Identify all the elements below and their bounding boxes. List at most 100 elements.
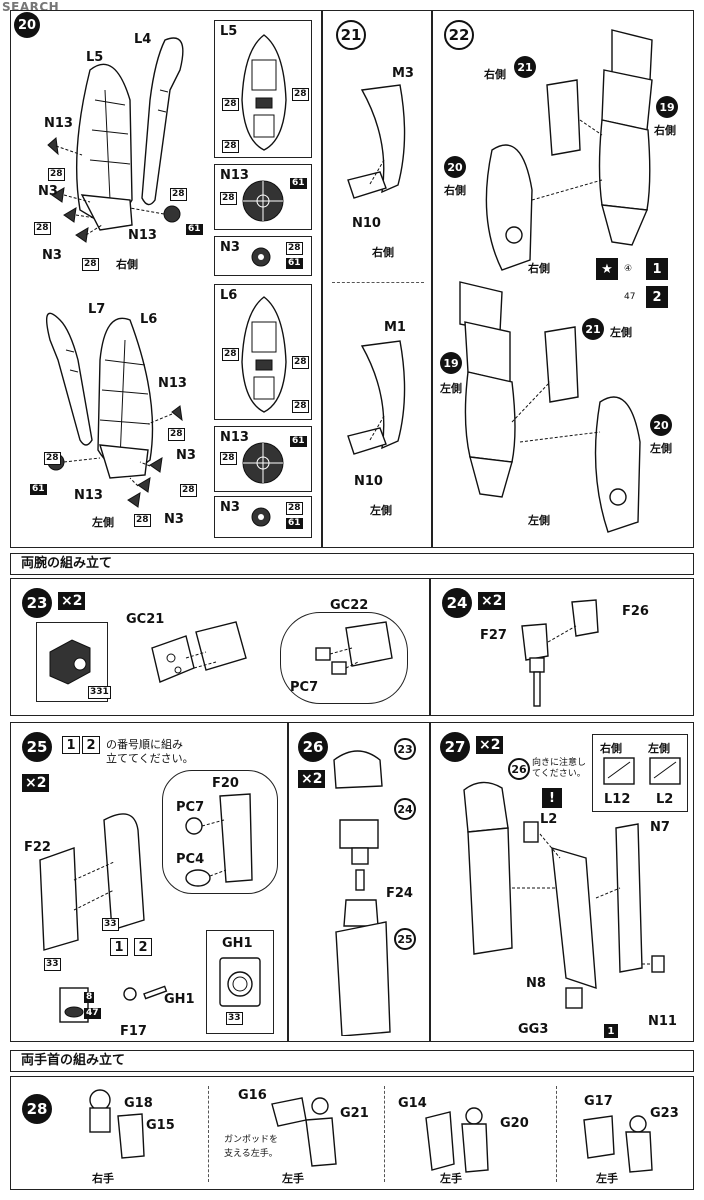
f26-f27-assembly-illustration xyxy=(521,599,599,707)
part-label-f20: F20 xyxy=(212,776,239,791)
orientation-note: 向きに注意してください。 xyxy=(532,758,587,779)
divider-line xyxy=(332,282,424,283)
part-label-g18: G18 xyxy=(124,1096,153,1111)
color-code-331: 331 xyxy=(88,686,111,699)
detail-box-l5-title: L5 xyxy=(220,24,238,39)
caution-icon: ! xyxy=(542,788,562,808)
detail-box-n13-title: N13 xyxy=(220,168,249,183)
step-number-badge: 27 xyxy=(440,732,470,762)
color-code-28: 28 xyxy=(170,188,187,201)
divider-line xyxy=(384,1086,385,1182)
callout-part-20: 20 xyxy=(444,156,466,178)
left-leg-final-illustration xyxy=(459,281,641,533)
callout-part-25: 25 xyxy=(394,928,416,950)
part-label-l5: L5 xyxy=(86,50,104,65)
part-label-g14: G14 xyxy=(398,1096,427,1111)
detail-box-n3-title: N3 xyxy=(220,240,240,255)
color-code-61: 61 xyxy=(290,178,307,189)
n13-disc-icon xyxy=(242,180,284,222)
order-box-1: 1 xyxy=(62,736,80,754)
gunpod-note-line1: ガンポッドを xyxy=(224,1135,279,1145)
multiplier-badge: ×2 xyxy=(478,592,506,610)
part-label-n3: N3 xyxy=(164,512,184,527)
part-label-gh1: GH1 xyxy=(222,936,253,951)
order-note: 47 xyxy=(624,292,636,302)
color-code-28: 28 xyxy=(168,428,185,441)
side-label-right: 右側 xyxy=(116,258,138,271)
hand-label-left: 左手 xyxy=(282,1172,304,1185)
part-label-pc7: PC7 xyxy=(290,680,319,695)
side-label-right: 右側 xyxy=(528,262,550,275)
part-label-g16: G16 xyxy=(238,1088,267,1103)
color-code-33: 33 xyxy=(226,1012,243,1025)
gc22-part-illustration xyxy=(315,621,393,675)
part-label-n13: N13 xyxy=(74,488,103,503)
part-label-f22: F22 xyxy=(24,840,51,855)
part-label-m3: M3 xyxy=(392,66,414,81)
part-label-n13: N13 xyxy=(128,228,157,243)
gh1-detail-illustration xyxy=(219,957,261,1007)
color-code-28: 28 xyxy=(220,452,237,465)
side-label-left: 左側 xyxy=(650,442,672,455)
part-label-n11: N11 xyxy=(648,1014,677,1029)
part-label-gc22: GC22 xyxy=(330,598,369,613)
detail-box-n13-title: N13 xyxy=(220,430,249,445)
part-label-gg3: GG3 xyxy=(518,1022,549,1037)
side-label-left: 左側 xyxy=(648,742,670,755)
side-label-right: 右側 xyxy=(654,124,676,137)
step26-stack-illustration xyxy=(333,750,391,1036)
multiplier-badge: ×2 xyxy=(298,770,326,788)
color-code-28: 28 xyxy=(48,168,65,181)
part-label-g20: G20 xyxy=(500,1116,529,1131)
part-label-l2: L2 xyxy=(656,792,674,807)
part-label-f26: F26 xyxy=(622,604,649,619)
step-number-badge: 25 xyxy=(22,732,52,762)
step24-panel xyxy=(430,578,694,716)
part-label-m1: M1 xyxy=(384,320,406,335)
part-label-pc4: PC4 xyxy=(176,852,205,867)
callout-part-21: 21 xyxy=(514,56,536,78)
step-number-badge: 28 xyxy=(22,1094,52,1124)
l5-inner-illustration xyxy=(241,34,287,151)
order-box-2: 2 xyxy=(646,286,668,308)
order-note: ④ xyxy=(624,264,633,274)
color-code-28: 28 xyxy=(220,192,237,205)
part-label-n13: N13 xyxy=(158,376,187,391)
color-code-28: 28 xyxy=(222,348,239,361)
pc-cube-illustration xyxy=(49,639,91,685)
detail-box-l6-title: L6 xyxy=(220,288,238,303)
section-header-hands: 両手首の組み立て xyxy=(10,1050,694,1072)
part-label-g21: G21 xyxy=(340,1106,369,1121)
step25-note-line1: の番号順に組み xyxy=(106,738,183,751)
divider-line xyxy=(556,1086,557,1182)
callout-part-26: 26 xyxy=(508,758,530,780)
part-label-l4: L4 xyxy=(134,32,152,47)
n13-disc-icon xyxy=(242,442,284,484)
color-code-28: 28 xyxy=(180,484,197,497)
m1-part-illustration xyxy=(347,340,406,455)
side-label-left: 左側 xyxy=(92,516,114,529)
right-leg-assembly-illustration xyxy=(47,37,184,243)
order-box-2: 2 xyxy=(82,736,100,754)
color-code-28: 28 xyxy=(286,502,303,515)
callout-part-20: 20 xyxy=(650,414,672,436)
hand-label-left: 左手 xyxy=(440,1172,462,1185)
color-code-61: 61 xyxy=(286,518,303,529)
step25-detail-box xyxy=(162,770,278,894)
color-code-8: 8 xyxy=(84,992,95,1003)
step-number-badge: 22 xyxy=(444,20,474,50)
f17-gh1-illustration xyxy=(59,985,168,1023)
color-code-33: 33 xyxy=(44,958,61,971)
callout-part-24: 24 xyxy=(394,798,416,820)
right-leg-final-illustration xyxy=(485,29,653,271)
part-label-l12: L12 xyxy=(604,792,631,807)
part-label-gc21: GC21 xyxy=(126,612,165,627)
gc21-part-illustration xyxy=(151,621,247,683)
color-code-28: 28 xyxy=(222,140,239,153)
order-box-1: 1 xyxy=(646,258,668,280)
side-label-right: 右側 xyxy=(372,246,394,259)
l6-inner-illustration xyxy=(241,296,287,413)
part-label-f17: F17 xyxy=(120,1024,147,1039)
order-box-1: 1 xyxy=(110,938,128,956)
left-hand-g14-g20-illustration xyxy=(425,1107,489,1173)
